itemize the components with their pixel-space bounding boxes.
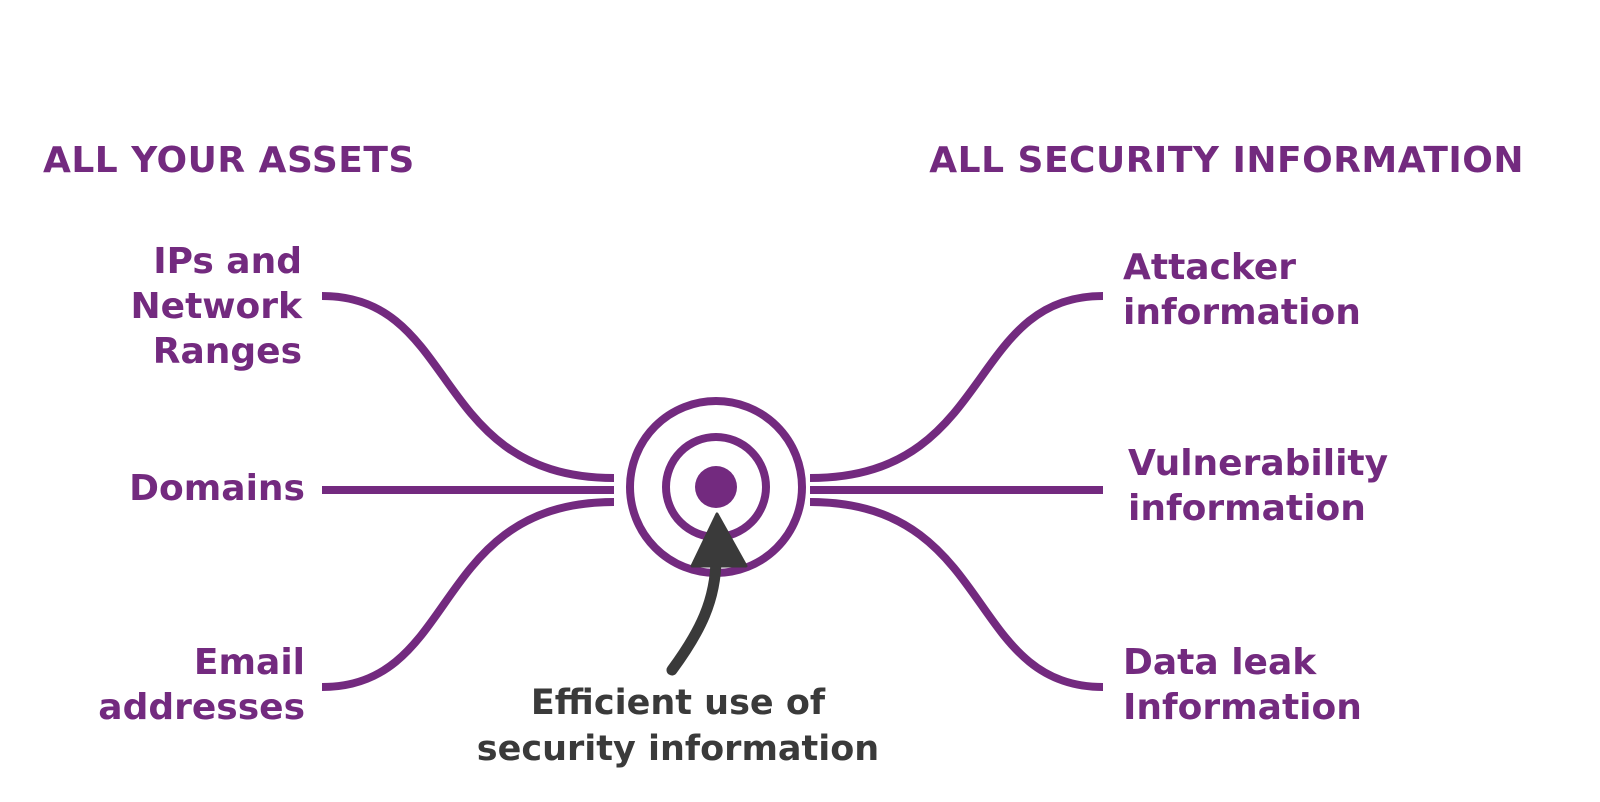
heading-security-information: ALL SECURITY INFORMATION	[929, 140, 1524, 181]
center-caption: Efficient use of security information	[476, 683, 880, 769]
connector-email	[321, 498, 615, 691]
info-label-data-leak: Data leak Information	[1123, 642, 1362, 728]
info-label-attacker: Attacker information	[1123, 247, 1361, 333]
heading-assets: ALL YOUR ASSETS	[43, 140, 415, 181]
connector-attacker	[809, 292, 1104, 482]
connector-ips	[321, 292, 615, 482]
asset-label-email: Email addresses	[98, 642, 305, 728]
asset-label-domains: Domains	[129, 468, 305, 509]
info-label-vulnerability: Vulnerability information	[1128, 443, 1389, 529]
connector-data-leak	[809, 498, 1104, 691]
asset-label-ips: IPs and Network Ranges	[130, 241, 302, 372]
arrow-icon	[666, 512, 748, 676]
